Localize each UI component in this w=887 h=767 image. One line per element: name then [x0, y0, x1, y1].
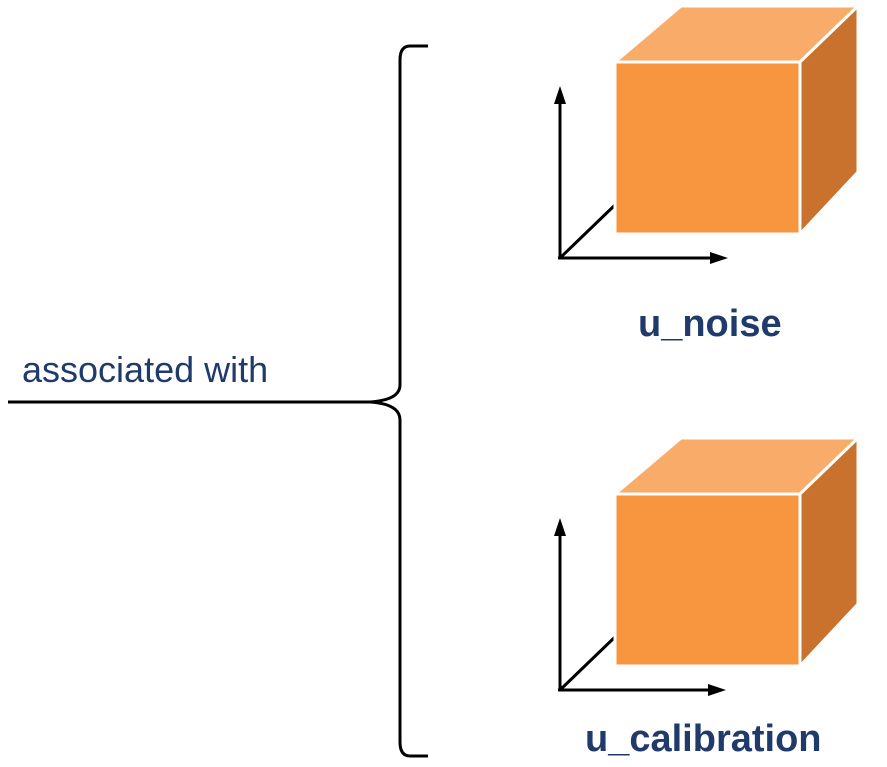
cube-noise — [610, 2, 862, 238]
axes-icon-calibration — [554, 518, 726, 696]
cube-calibration — [610, 434, 862, 670]
curly-brace — [369, 44, 428, 758]
u-calibration-label: u_calibration — [585, 718, 822, 760]
u-noise-label: u_noise — [638, 303, 782, 345]
associated-with-label: associated with — [22, 349, 269, 390]
axes-icon-noise — [554, 86, 728, 264]
